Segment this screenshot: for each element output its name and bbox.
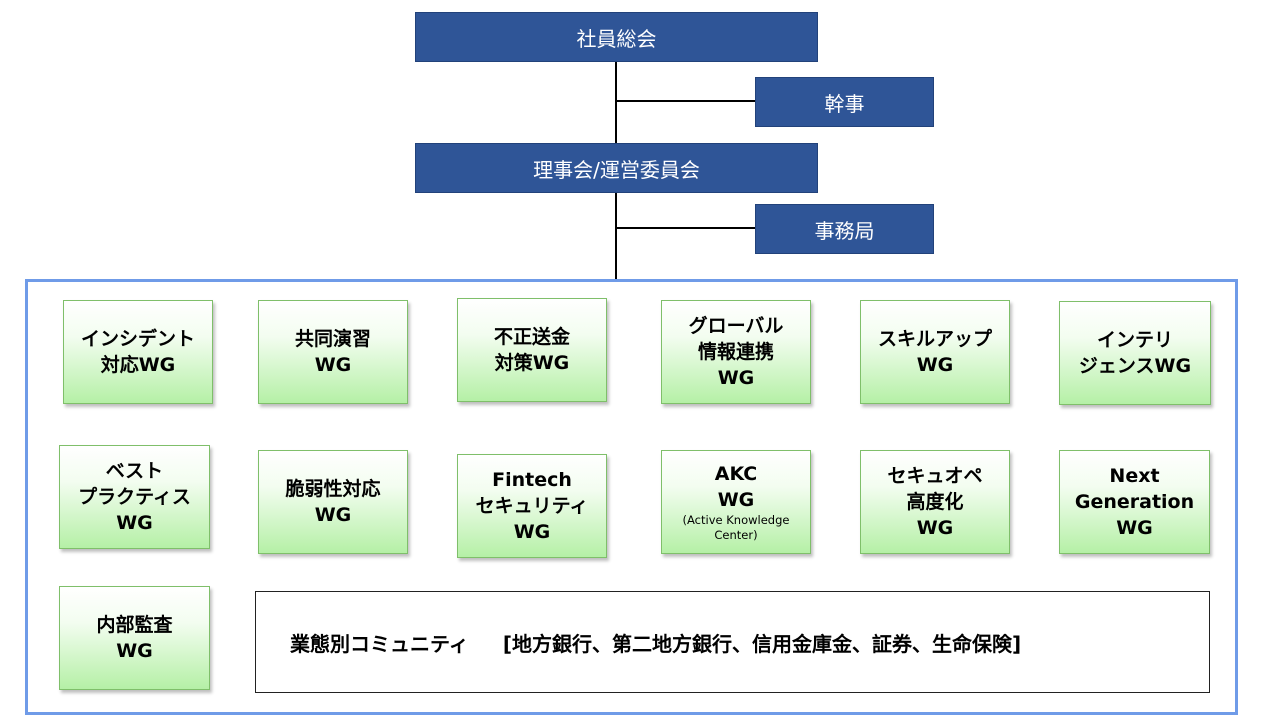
node-secretariat: 事務局 [755,204,934,254]
node-secretariat-label: 事務局 [814,218,875,243]
wg-label-line: WG [916,517,954,539]
wg-label-line: セキュリティ [475,495,589,517]
wg-incident-response: インシデント 対応WG [63,300,213,404]
wg-label-line: AKC [714,463,758,485]
wg-fintech-security: Fintech セキュリティ WG [457,454,607,558]
node-board-label: 理事会/運営委員会 [533,157,700,182]
node-secretary-label: 幹事 [824,91,865,116]
wg-label-line: 対応WG [100,354,176,376]
wg-label-line: ジェンスWG [1078,355,1192,377]
wg-label-line: プラクティス [78,486,191,508]
wg-label-line: 不正送金 [493,326,570,348]
wg-global-info-sharing: グローバル 情報連携 WG [661,300,811,404]
community-categories: [地方銀行、第二地方銀行、信用金庫金、証券、生命保険] [502,631,1022,656]
wg-internal-audit: 内部監査 WG [59,586,210,690]
wg-label-line: スキルアップ [877,328,992,350]
connector-to-secretary [616,100,756,102]
wg-label-line: WG [116,512,153,534]
wg-label-line: WG [717,367,755,389]
wg-fraud-transfer: 不正送金 対策WG [457,298,607,402]
wg-label-line: 情報連携 [697,341,774,363]
wg-label-line: WG [314,354,352,376]
wg-label-line: グローバル [688,315,784,337]
node-general-assembly-label: 社員総会 [576,26,657,51]
wg-label-line: インテリ [1096,329,1173,351]
wg-best-practice: ベスト プラクティス WG [59,445,210,549]
wg-label-line: 内部監査 [96,614,173,636]
wg-skill-up: スキルアップ WG [860,300,1010,404]
wg-label-line: ベスト [105,460,164,482]
node-secretary: 幹事 [755,77,934,127]
wg-label-line: インシデント [80,328,195,350]
wg-label-line: WG [513,521,551,543]
wg-label-line: WG [1116,517,1153,539]
node-general-assembly: 社員総会 [415,12,818,62]
wg-label-line: Fintech [492,469,572,491]
wg-label-line: WG [314,504,352,526]
wg-vulnerability-response: 脆弱性対応 WG [258,450,408,554]
industry-community-box: 業態別コミュニティ [地方銀行、第二地方銀行、信用金庫金、証券、生命保険] [255,591,1210,693]
connector-to-secretariat [616,227,756,229]
node-board: 理事会/運営委員会 [415,143,818,193]
wg-label-line: Next [1109,465,1160,487]
wg-secops-advancement: セキュオペ 高度化 WG [860,450,1010,554]
wg-next-generation: Next Generation WG [1059,450,1210,554]
wg-akc-subtitle-line: Center) [714,528,758,542]
wg-label-line: WG [717,489,755,511]
wg-label-line: 対策WG [494,352,570,374]
wg-label-line: Generation [1074,491,1195,513]
wg-akc: AKC WG (Active Knowledge Center) [661,450,811,554]
wg-label-line: 脆弱性対応 [285,478,381,500]
wg-intelligence: インテリ ジェンスWG [1059,301,1211,405]
wg-label-line: WG [116,640,153,662]
wg-label-line: WG [916,354,954,376]
wg-akc-subtitle-line: (Active Knowledge [682,513,790,527]
community-label: 業態別コミュニティ [290,631,469,656]
working-group-frame [25,279,1238,715]
wg-joint-exercise: 共同演習 WG [258,300,408,404]
wg-label-line: 高度化 [906,491,964,513]
wg-label-line: 共同演習 [294,328,371,350]
wg-label-line: セキュオペ [887,465,983,487]
